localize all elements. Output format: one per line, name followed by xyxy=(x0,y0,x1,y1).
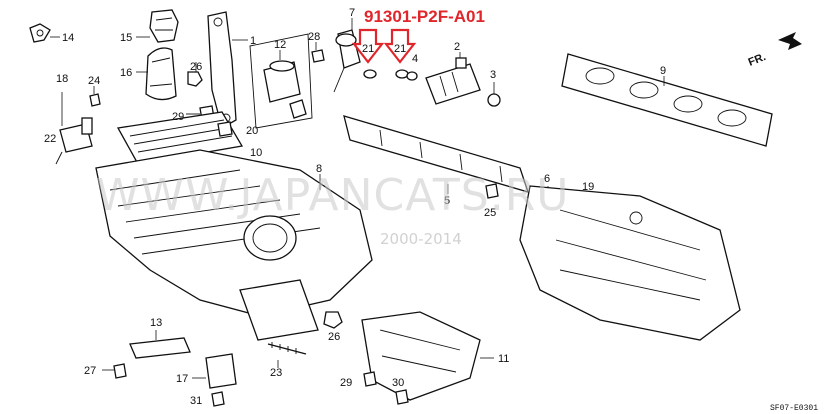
part-3-cushion xyxy=(487,82,501,107)
part-9-gasket xyxy=(561,53,773,147)
callout-31: 31 xyxy=(190,395,202,407)
part-13-bracket xyxy=(129,330,191,359)
part-30-bolt xyxy=(395,389,409,405)
callout-21a: 21 xyxy=(362,43,374,55)
callout-29a: 29 xyxy=(172,111,184,123)
callout-4: 4 xyxy=(412,53,418,65)
part-24-bolt xyxy=(89,86,101,107)
callout-2: 2 xyxy=(454,41,460,53)
part-5-fuel-rail xyxy=(343,115,530,194)
highlight-arrows xyxy=(351,28,417,64)
callout-26b: 26 xyxy=(328,331,340,343)
callout-labels: 1 2 3 4 5 6 7 8 9 10 11 12 13 14 15 16 1… xyxy=(44,7,666,407)
part-1-stay xyxy=(207,11,248,129)
part-20-bolt xyxy=(217,121,233,137)
callout-20: 20 xyxy=(246,125,258,137)
cylinder-head xyxy=(519,185,741,341)
part-12-box xyxy=(249,33,313,129)
part-26-nut-lower xyxy=(323,311,343,329)
highlight-part-number: 91301-P2F-A01 xyxy=(364,7,485,26)
part-31-bolt xyxy=(211,391,225,407)
callout-3: 3 xyxy=(490,69,496,81)
part-27-bolt xyxy=(102,363,127,379)
callout-25: 25 xyxy=(484,207,496,219)
part-4-seal xyxy=(406,71,418,81)
callout-5: 5 xyxy=(444,195,450,207)
part-21-orings xyxy=(363,69,409,79)
callout-19: 19 xyxy=(582,181,594,193)
callout-14: 14 xyxy=(62,32,74,44)
part-29-bolt-lower xyxy=(363,371,377,387)
highlight-arrow-right xyxy=(383,28,417,64)
callout-30: 30 xyxy=(392,377,404,389)
callout-24: 24 xyxy=(88,75,100,87)
callout-27: 27 xyxy=(84,365,96,377)
callout-21b: 21 xyxy=(394,43,406,55)
callout-1: 1 xyxy=(250,35,256,47)
callout-28: 28 xyxy=(308,31,320,43)
part-15-clamp xyxy=(136,9,179,43)
watermark-site: WWW.JAPANCATS.RU xyxy=(96,170,569,221)
figure-code: SF07-E0301 xyxy=(770,404,818,413)
part-10-cover xyxy=(116,111,244,165)
part-2-injector xyxy=(425,52,481,105)
part-26-nut-upper xyxy=(187,62,203,87)
front-direction-label: FR. xyxy=(747,51,768,69)
part-16-bracket xyxy=(136,47,177,101)
callout-10: 10 xyxy=(250,147,262,159)
callout-13: 13 xyxy=(150,317,162,329)
watermark-year: 2000-2014 xyxy=(380,230,462,248)
callout-6: 6 xyxy=(544,173,550,185)
part-7-regulator xyxy=(333,18,361,93)
callout-29b: 29 xyxy=(340,377,352,389)
part-28-bolt xyxy=(311,42,325,63)
callout-9: 9 xyxy=(660,65,666,77)
callout-22: 22 xyxy=(44,133,56,145)
part-25-bolt xyxy=(485,183,499,199)
part-14-clip xyxy=(29,23,60,43)
callout-17: 17 xyxy=(176,373,188,385)
callout-12: 12 xyxy=(274,39,286,51)
callout-16: 16 xyxy=(120,67,132,79)
part-17-bracket xyxy=(192,353,237,389)
callout-7: 7 xyxy=(349,7,355,19)
callout-8: 8 xyxy=(316,163,322,175)
callout-23: 23 xyxy=(270,367,282,379)
callout-26a: 26 xyxy=(190,61,202,73)
part-8-intake-manifold xyxy=(95,149,373,341)
callout-11: 11 xyxy=(498,353,509,365)
highlight-arrow-left xyxy=(351,28,385,64)
front-direction-arrow xyxy=(778,32,802,50)
callout-15: 15 xyxy=(120,32,132,44)
callout-18: 18 xyxy=(56,73,68,85)
part-11-bracket xyxy=(361,311,494,401)
part-23-stud xyxy=(267,342,307,368)
part-22-sensor xyxy=(55,92,93,165)
